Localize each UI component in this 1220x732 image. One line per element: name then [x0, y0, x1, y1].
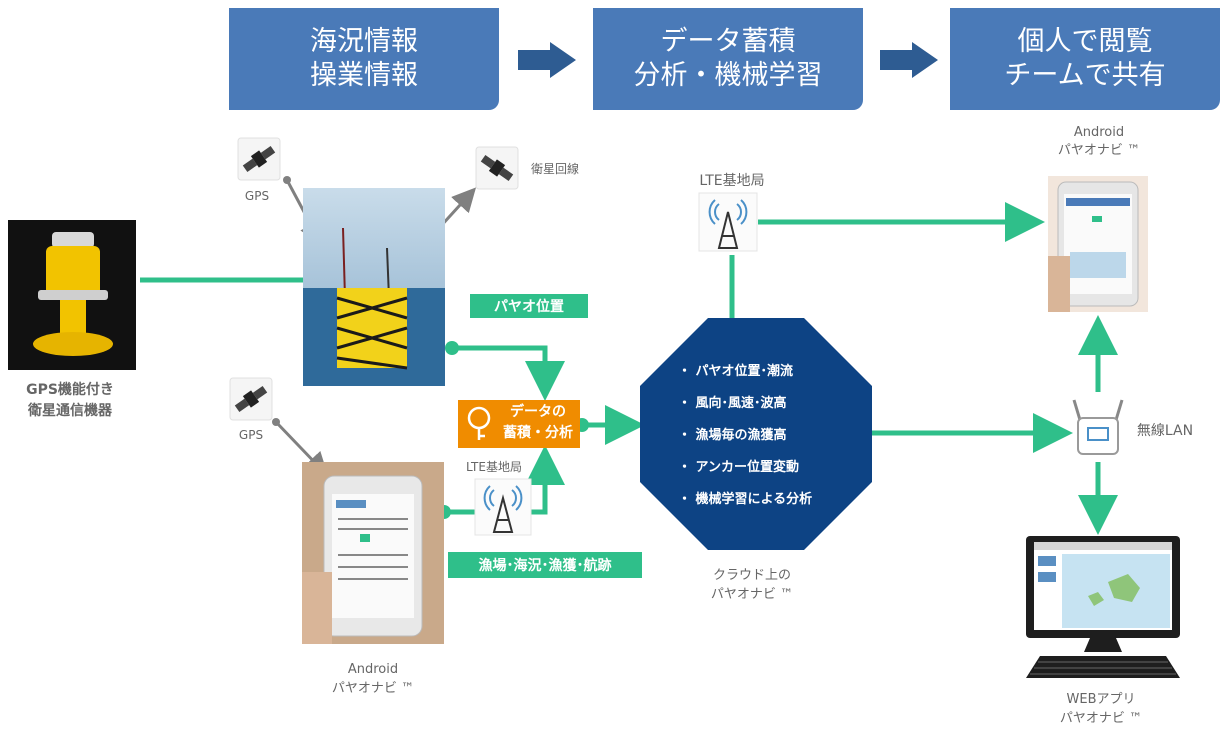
fishing-data-tag: 漁場･海況･漁獲･航跡 [448, 552, 642, 578]
buoy-to-store-arrow [452, 345, 565, 401]
cloud-item: ・ アンカー位置変動 [678, 460, 800, 475]
header-box-sea-info-line2: 操業情報 [310, 60, 418, 91]
cloud-octagon [640, 318, 872, 550]
web-app-caption-line2: パヤオナビ ™ [1059, 711, 1143, 726]
key-bulb-icon [467, 406, 491, 440]
cloud-item: ・ 風向･風速･波高 [678, 396, 787, 411]
android-tablet-hand-image [1048, 176, 1148, 312]
buoy-at-sea-image [303, 188, 445, 386]
cloud-feature-list: ・ パヤオ位置･潮流 ・ 風向･風速･波高 ・ 漁場毎の漁獲高 ・ アンカー位置… [678, 356, 868, 516]
android-right-caption-line1: Android [1073, 125, 1125, 140]
lte-small-label: LTE基地局 [466, 460, 522, 474]
android-right-caption: Android パヤオナビ ™ [1024, 124, 1174, 160]
cell-tower-icon [698, 192, 758, 252]
gps-label-top: GPS [244, 189, 270, 203]
cloud-caption-line1: クラウド上の [712, 568, 791, 583]
data-storage-box: データの 蓄積・分析 [458, 400, 580, 448]
header-arrow-2 [880, 42, 938, 78]
desktop-monitor-icon [1026, 536, 1180, 678]
payao-position-tag: パヤオ位置 [470, 294, 588, 318]
cloud-caption: クラウド上の パヤオナビ ™ [682, 566, 822, 604]
header-box-data-storage-line1: データ蓄積 [660, 26, 796, 57]
header-box-data-storage: データ蓄積 分析・機械学習 [593, 8, 863, 110]
cloud-item: ・ 機械学習による分析 [678, 492, 813, 507]
lte-main-label: LTE基地局 [699, 173, 765, 189]
satellite-line-label: 衛星回線 [530, 162, 579, 176]
header-box-sharing-line2: チームで共有 [1004, 60, 1166, 91]
wireless-lan-label: 無線LAN [1136, 423, 1194, 439]
gps-label-left: GPS [238, 428, 264, 442]
data-storage-line1: データの [510, 404, 566, 420]
header-arrow-1 [518, 42, 576, 78]
android-right-caption-line2: パヤオナビ ™ [1057, 143, 1141, 158]
cloud-caption-line2: パヤオナビ ™ [710, 587, 794, 602]
device-caption-line1: GPS機能付き [26, 382, 114, 398]
satellite-icon [229, 377, 273, 421]
cloud-item: ・ 漁場毎の漁獲高 [678, 428, 787, 443]
web-app-caption-line1: WEBアプリ [1066, 692, 1136, 707]
android-bottom-caption: Android パヤオナビ ™ [300, 660, 446, 698]
satellite-icon [237, 137, 281, 181]
header-box-sea-info-line1: 海況情報 [310, 26, 418, 57]
header-box-sharing: 個人で閲覧 チームで共有 [950, 8, 1220, 110]
data-storage-line2: 蓄積・分析 [503, 425, 573, 441]
android-bottom-caption-line1: Android [347, 662, 399, 677]
header-box-data-storage-line2: 分析・機械学習 [633, 60, 823, 91]
satellite-icon [475, 146, 519, 190]
device-caption: GPS機能付き 衛星通信機器 [0, 380, 140, 422]
wireless-router-icon [1072, 399, 1124, 455]
header-box-sharing-line1: 個人で閲覧 [1017, 26, 1153, 57]
gps-satellite-device-image [8, 220, 136, 370]
data-storage-label: データの 蓄積・分析 [496, 402, 580, 444]
device-caption-line2: 衛星通信機器 [28, 403, 112, 419]
cloud-item: ・ パヤオ位置･潮流 [678, 364, 794, 379]
header-box-sea-info: 海況情報 操業情報 [229, 8, 499, 110]
cell-tower-icon [474, 478, 532, 536]
android-bottom-caption-line2: パヤオナビ ™ [331, 681, 415, 696]
web-app-caption: WEBアプリ パヤオナビ ™ [1026, 690, 1176, 728]
android-tablet-hand-image [302, 462, 444, 644]
